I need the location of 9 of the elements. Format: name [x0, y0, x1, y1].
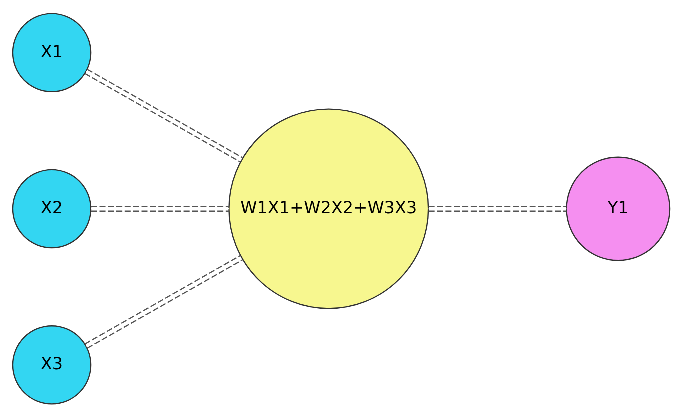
connector	[428, 206, 567, 212]
node-circle: W1X1+W2X2+W3X3	[228, 108, 430, 310]
connector	[84, 255, 243, 349]
connector	[91, 206, 229, 212]
node-circle: X1	[12, 13, 92, 92]
node-circle: X2	[12, 169, 92, 249]
node-circle: X3	[12, 326, 92, 405]
connector	[84, 69, 243, 163]
node-circle: Y1	[566, 156, 671, 262]
